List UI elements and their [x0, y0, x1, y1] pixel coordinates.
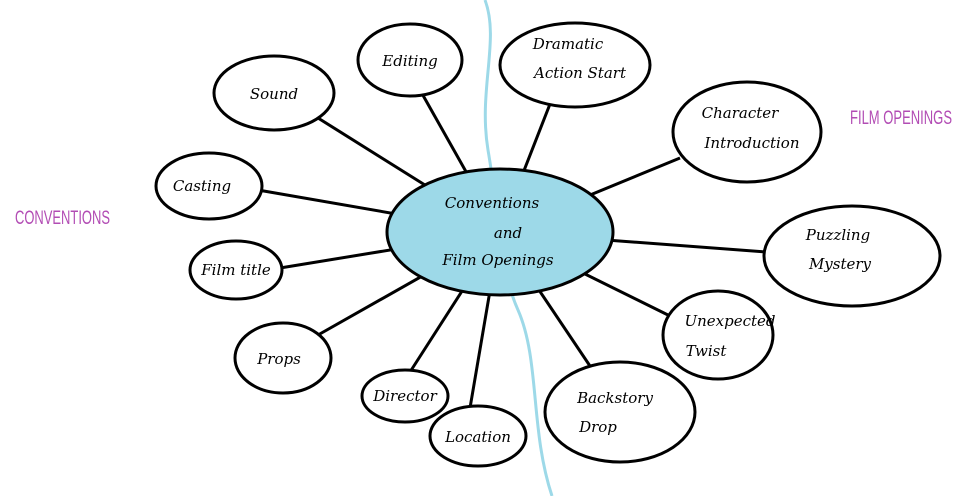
node-sound: Sound	[212, 54, 336, 132]
svg-text:Puzzling: Puzzling	[805, 226, 870, 244]
svg-text:Props: Props	[256, 350, 301, 368]
svg-text:Character: Character	[702, 104, 779, 122]
svg-text:Drop: Drop	[578, 418, 617, 436]
node-casting: Casting	[154, 151, 264, 221]
svg-text:Editing: Editing	[381, 52, 437, 70]
node-unexpected-twist: Unexpected Twist	[661, 289, 776, 381]
node-backstory-drop: Backstory Drop	[543, 360, 697, 464]
center-node: Conventions and Film Openings	[385, 167, 615, 297]
svg-text:Dramatic: Dramatic	[532, 35, 604, 53]
svg-text:Action Start: Action Start	[532, 64, 627, 82]
node-puzzling-mystery: Puzzling Mystery	[762, 204, 942, 308]
node-props: Props	[233, 321, 333, 395]
svg-text:Director: Director	[372, 387, 437, 405]
node-editing: Editing	[356, 22, 464, 98]
svg-text:Film Openings: Film Openings	[441, 251, 553, 269]
svg-text:Unexpected: Unexpected	[684, 312, 775, 330]
node-character-introduction: Character Introduction	[671, 80, 823, 184]
svg-text:Conventions: Conventions	[445, 194, 540, 212]
film-openings-label: FILM OPENINGS	[850, 108, 952, 129]
svg-text:Introduction: Introduction	[704, 134, 800, 152]
conventions-label: CONVENTIONS	[15, 208, 110, 229]
node-film-title: Film title	[188, 239, 284, 301]
node-dramatic-action-start: Dramatic Action Start	[498, 21, 652, 109]
svg-text:Twist: Twist	[686, 342, 728, 360]
svg-text:and: and	[494, 224, 522, 242]
svg-text:Mystery: Mystery	[808, 255, 872, 273]
svg-text:Location: Location	[444, 428, 511, 446]
svg-text:Sound: Sound	[250, 85, 298, 103]
svg-text:Backstory: Backstory	[576, 389, 653, 407]
svg-text:Casting: Casting	[173, 177, 231, 195]
svg-text:Film title: Film title	[200, 261, 271, 279]
node-director: Director	[360, 368, 450, 424]
node-location: Location	[428, 404, 528, 468]
